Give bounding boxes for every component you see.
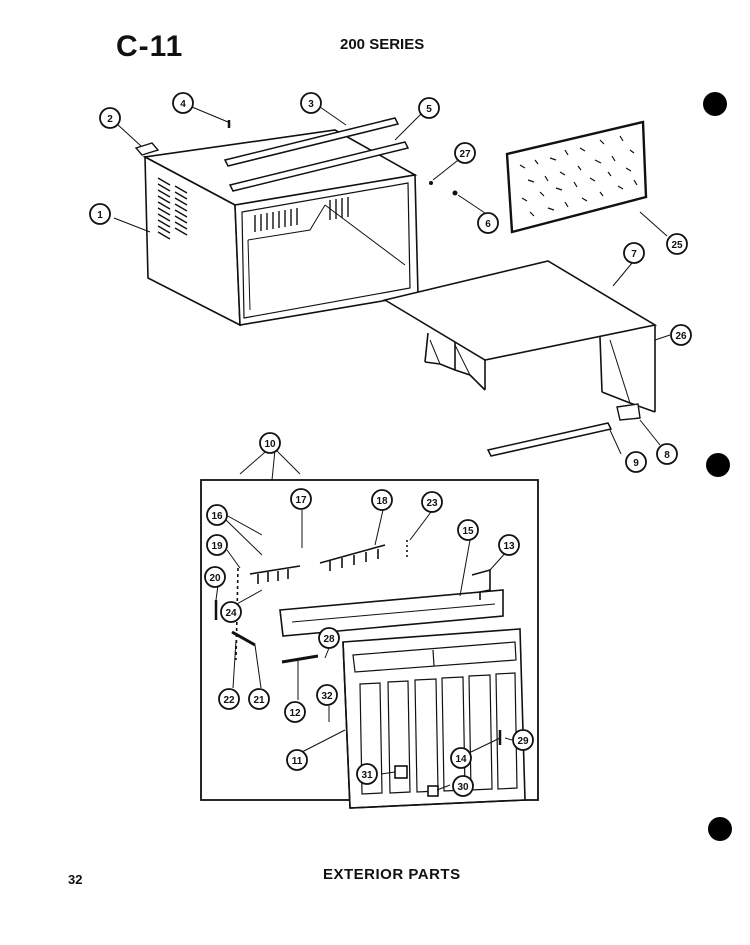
callout-22: 22 [223, 695, 235, 706]
callout-2: 2 [107, 114, 113, 125]
callout-25: 25 [671, 240, 683, 251]
callout-16: 16 [211, 511, 223, 522]
callout-29: 29 [517, 736, 529, 747]
callout-20: 20 [209, 573, 221, 584]
section-title: EXTERIOR PARTS [323, 866, 461, 883]
series-title: 200 SERIES [340, 36, 425, 53]
callout-9: 9 [633, 458, 639, 469]
callout-24: 24 [225, 608, 237, 619]
callout-18: 18 [376, 496, 388, 507]
cabinet-louvers [157, 177, 349, 240]
top-cover-7 [382, 260, 658, 413]
air-filter-25 [505, 120, 648, 234]
bottom-rail-9 [486, 422, 613, 457]
callout-11: 11 [292, 756, 303, 767]
clip-2 [134, 142, 160, 156]
callout-23: 23 [426, 498, 438, 509]
callout-15: 15 [462, 526, 474, 537]
callout-4: 4 [180, 99, 186, 110]
callout-1: 1 [97, 210, 103, 221]
front-panel-drawing [214, 540, 526, 809]
callout-28: 28 [323, 634, 335, 645]
page-number: 32 [68, 872, 83, 887]
bracket-8 [616, 403, 641, 421]
callout-14: 14 [455, 754, 467, 765]
callout-21: 21 [253, 695, 265, 706]
leader-lines [113, 106, 671, 481]
callout-27: 27 [459, 149, 471, 160]
callout-32: 32 [321, 691, 333, 702]
callout-5: 5 [426, 104, 432, 115]
page-code: C-11 [116, 30, 184, 63]
screw-27 [429, 181, 433, 185]
cabinet-drawing [142, 129, 419, 327]
binder-hole-middle [706, 453, 730, 477]
binder-hole-top [703, 92, 727, 116]
callout-8: 8 [664, 450, 670, 461]
callout-19: 19 [211, 541, 223, 552]
callout-10: 10 [264, 439, 276, 450]
callout-7: 7 [631, 249, 637, 260]
callout-12: 12 [289, 708, 301, 719]
top-rail-5 [228, 141, 410, 192]
callout-circles [89, 92, 692, 797]
callout-26: 26 [675, 331, 687, 342]
callout-30: 30 [457, 782, 469, 793]
top-rail-3 [223, 117, 400, 167]
screw-6 [452, 190, 458, 196]
callout-17: 17 [295, 495, 307, 506]
callout-labels: 1 2 4 3 5 27 6 25 7 26 8 9 10 16 17 18 2… [97, 99, 687, 793]
callout-31: 31 [361, 770, 373, 781]
binder-hole-bottom [708, 817, 732, 841]
callout-6: 6 [485, 219, 491, 230]
callout-3: 3 [308, 99, 314, 110]
callout-13: 13 [503, 541, 515, 552]
